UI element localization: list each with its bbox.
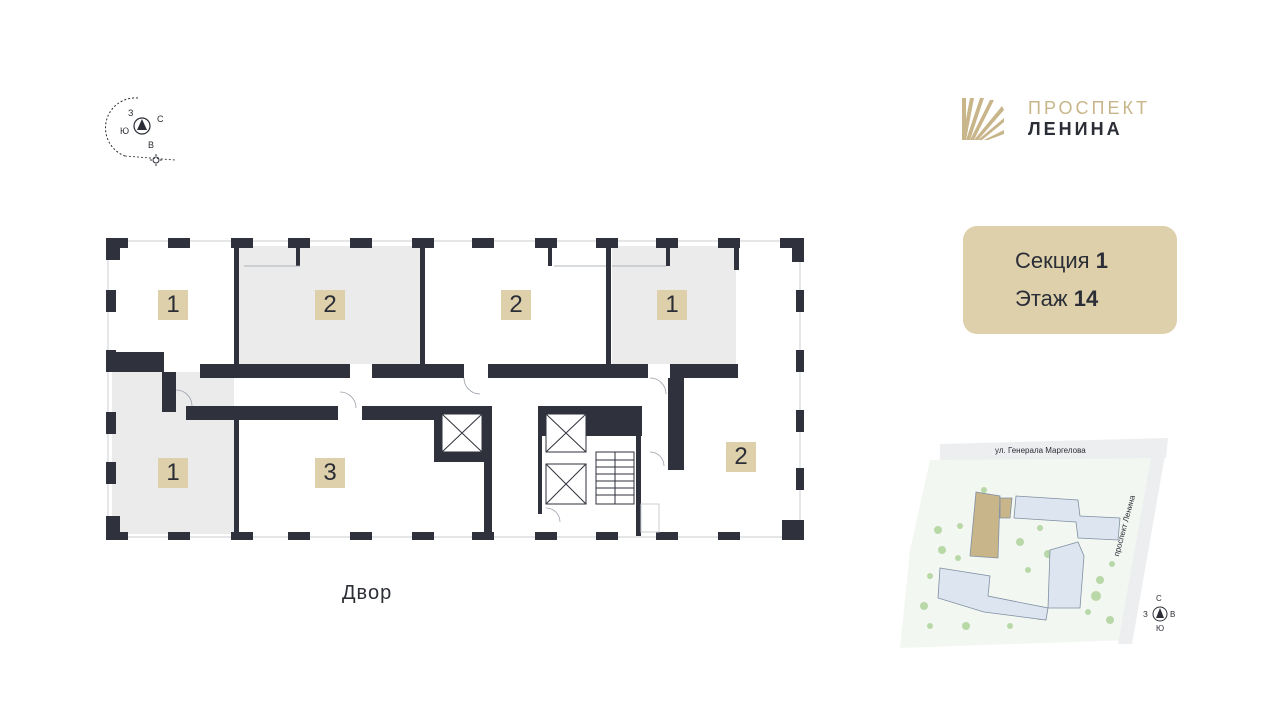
compass-rose: С З В Ю: [100, 88, 180, 168]
room-count-badge: 2: [726, 442, 756, 472]
highlighted-section: [969, 491, 1001, 559]
section-row: Секция 1: [1015, 248, 1108, 274]
room-count-badge: 1: [158, 290, 188, 320]
compass-south: Ю: [120, 126, 130, 136]
door-swings: [175, 265, 667, 523]
room-count-badge: 1: [657, 290, 687, 320]
yard-label: Двор: [342, 582, 393, 604]
street-label-top: ул. Генерала Маргелова: [995, 446, 1086, 455]
compass-west: З: [128, 108, 134, 118]
mini-compass-west: З: [1143, 610, 1148, 619]
section-label: Секция: [1015, 248, 1090, 273]
compass-north: С: [157, 114, 164, 124]
mini-compass-east: В: [1170, 610, 1176, 619]
floor-value: 14: [1073, 286, 1099, 311]
mini-compass: С З В Ю: [1140, 594, 1180, 634]
staircase: [595, 451, 635, 505]
floor-row: Этаж 14: [1015, 286, 1098, 312]
room-count-badge: 1: [158, 458, 188, 488]
site-minimap: [900, 438, 1168, 648]
compass-icon: [104, 97, 176, 166]
room-count-badge: 2: [501, 290, 531, 320]
mini-compass-icon: [1152, 606, 1168, 622]
compass-east: В: [148, 140, 155, 150]
mini-compass-north: С: [1156, 594, 1162, 603]
palm-leaf-icon: [962, 98, 1004, 140]
building-outline: [107, 240, 801, 538]
floor-label: Этаж: [1015, 286, 1068, 311]
elevator-shafts: [441, 413, 587, 505]
section-value: 1: [1095, 248, 1108, 273]
section-floor-card: Секция 1 Этаж 14: [963, 226, 1177, 334]
mini-compass-south: Ю: [1156, 624, 1165, 633]
brand-logo: ПРОСПЕКТ ЛЕНИНА: [962, 98, 1202, 148]
logo-line-1: ПРОСПЕКТ: [1028, 98, 1150, 118]
logo-line-2: ЛЕНИНА: [1028, 119, 1123, 139]
room-count-badge: 3: [315, 458, 345, 488]
room-count-badge: 2: [315, 290, 345, 320]
thin-outlines: [640, 503, 660, 533]
